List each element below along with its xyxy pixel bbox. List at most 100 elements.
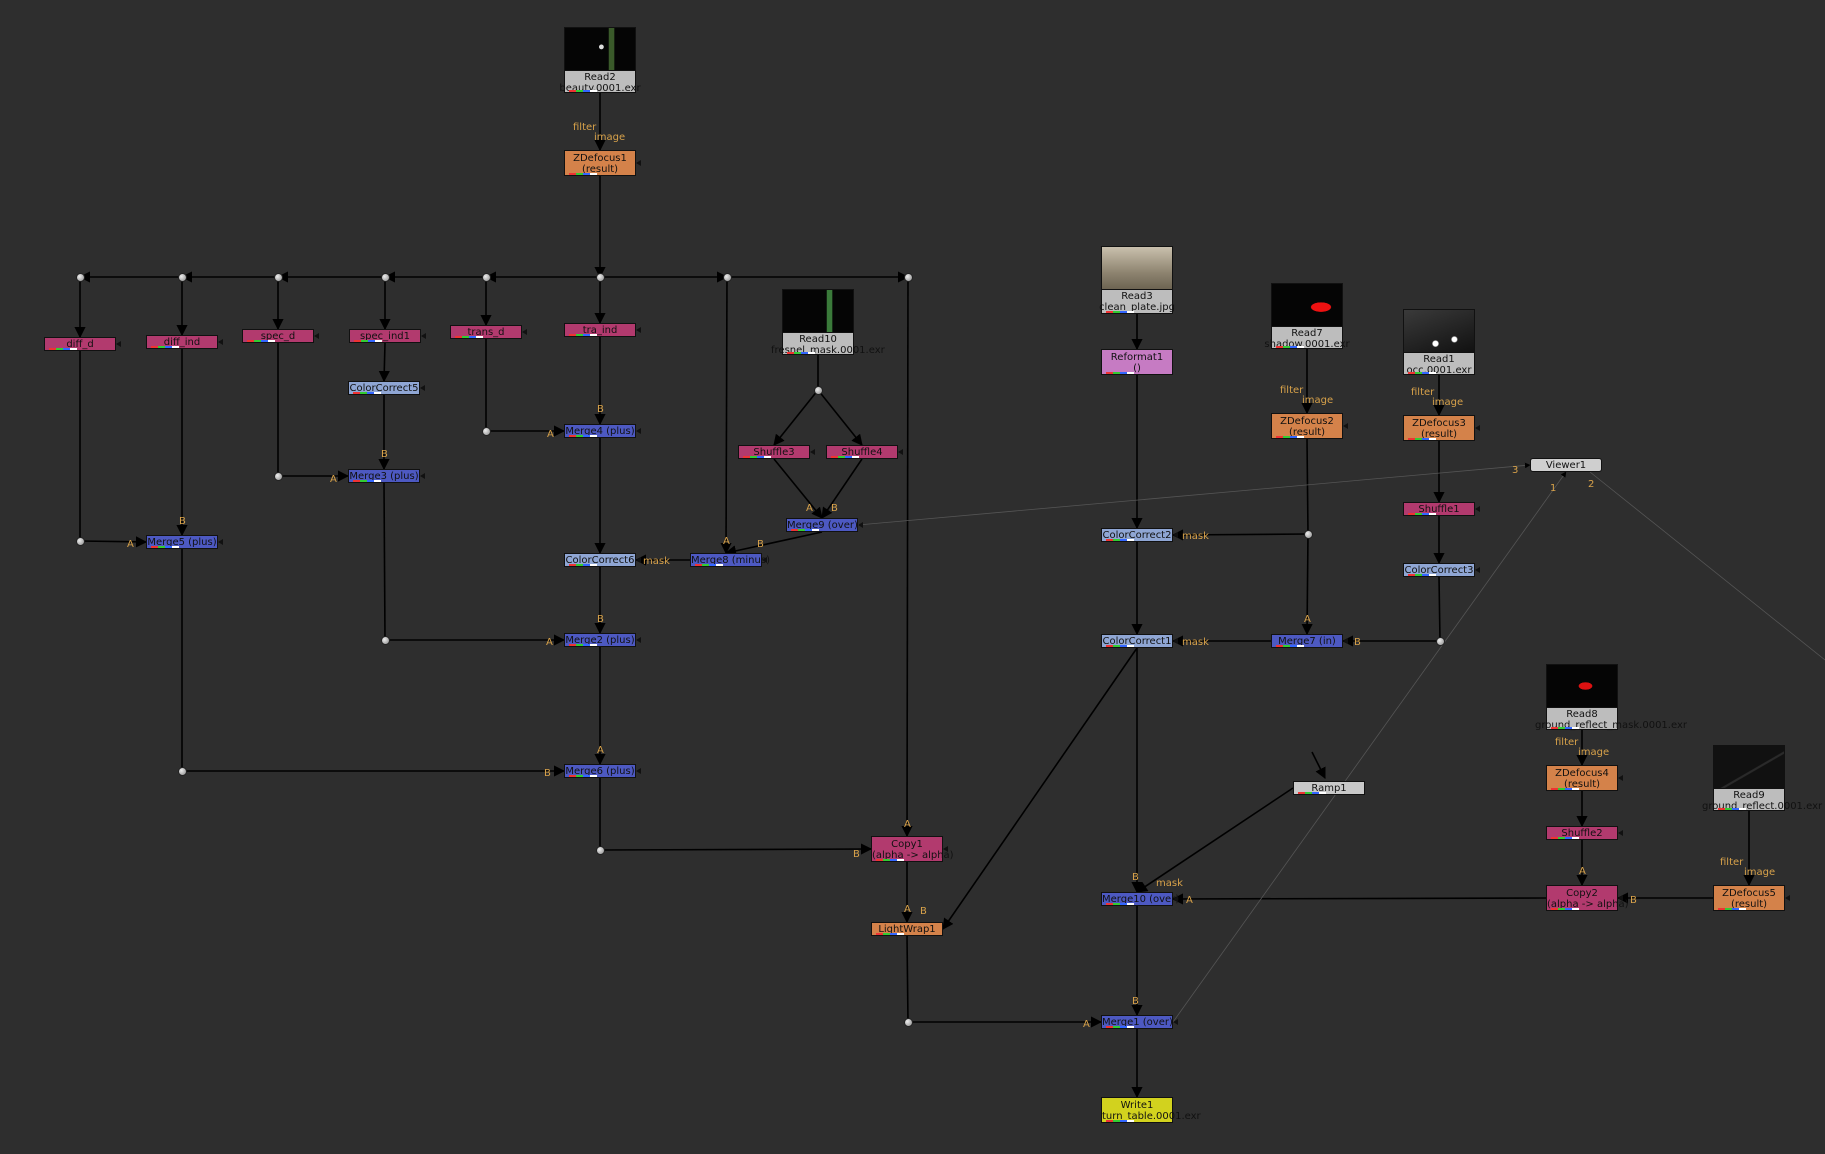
node-colorcorrect5[interactable]: ColorCorrect5 [348,381,425,395]
node-zdefocus3[interactable]: ZDefocus3(result) [1403,415,1480,441]
connection-edge[interactable] [383,482,386,641]
mask-input-arrow[interactable] [1343,423,1348,429]
node-copy1[interactable]: Copy1(alpha -> alpha) [871,836,954,862]
connection-edge[interactable] [906,935,909,1023]
connection-edge[interactable] [901,276,913,838]
dot-node[interactable] [273,471,283,481]
dot-node[interactable] [595,272,605,282]
mask-input-arrow[interactable] [810,449,815,455]
dot-node[interactable] [1435,636,1445,646]
node-merge8[interactable]: Merge8 (minus) [690,553,770,567]
mask-input-arrow[interactable] [420,385,425,391]
dot-node[interactable] [722,272,732,282]
connection-edge[interactable] [857,462,1531,526]
connection-edge[interactable] [1438,576,1441,642]
node-shuffle1[interactable]: Shuffle1 [1403,502,1480,516]
connection-edge[interactable] [773,389,819,446]
mask-input-arrow[interactable] [1343,638,1348,644]
mask-input-arrow[interactable] [421,333,426,339]
dot-node[interactable] [75,272,85,282]
connection-edge[interactable] [817,389,863,446]
dot-node[interactable] [273,272,283,282]
mask-input-arrow[interactable] [314,333,319,339]
mask-input-arrow[interactable] [116,341,121,347]
dot-node[interactable] [75,536,85,546]
mask-input-arrow[interactable] [943,846,948,852]
node-merge2[interactable]: Merge2 (plus) [564,633,641,647]
dot-node[interactable] [481,426,491,436]
node-merge4[interactable]: Merge4 (plus) [564,424,641,438]
connection-edge[interactable] [1301,533,1313,636]
connection-edge[interactable] [1171,893,1547,905]
node-lightwrap1[interactable]: LightWrap1 [871,922,943,936]
node-merge3[interactable]: Merge3 (plus) [348,469,425,483]
dot-node[interactable] [595,845,605,855]
connection-edge[interactable] [821,458,863,519]
node-colorcorrect1[interactable]: ColorCorrect1 [1101,634,1178,648]
mask-input-arrow[interactable] [1475,567,1480,573]
mask-input-arrow[interactable] [636,327,641,333]
mask-input-arrow[interactable] [1173,1019,1178,1025]
node-colorcorrect3[interactable]: ColorCorrect3 [1403,563,1480,577]
connection-edge[interactable] [773,458,823,519]
connection-edge[interactable] [942,647,1138,930]
node-zdefocus1[interactable]: ZDefocus1(result) [564,150,641,176]
mask-input-arrow[interactable] [636,160,641,166]
node-viewer1[interactable]: Viewer1 [1530,458,1602,472]
connection-edge[interactable] [599,843,873,855]
mask-input-arrow[interactable] [636,637,641,643]
node-colorcorrect6[interactable]: ColorCorrect6 [564,553,641,567]
mask-input-arrow[interactable] [858,522,863,528]
mask-input-arrow[interactable] [1618,895,1623,901]
mask-input-arrow[interactable] [1785,895,1790,901]
connection-edge[interactable] [1172,471,1567,1023]
mask-input-arrow[interactable] [1173,532,1178,538]
mask-input-arrow[interactable] [898,449,903,455]
node-reformat1[interactable]: Reformat1() [1101,349,1173,375]
node-copy2[interactable]: Copy2(alpha -> alpha) [1546,885,1629,911]
connection-edge[interactable] [79,536,148,548]
ramp-input-wire[interactable] [1311,751,1326,780]
mask-input-arrow[interactable] [1173,638,1178,644]
mask-input-arrow[interactable] [218,339,223,345]
dot-node[interactable] [1303,529,1313,539]
mask-input-arrow[interactable] [420,473,425,479]
dot-node[interactable] [177,766,187,776]
node-merge5[interactable]: Merge5 (plus) [146,535,223,549]
node-zdefocus4[interactable]: ZDefocus4(result) [1546,765,1623,791]
connection-edge[interactable] [1171,529,1309,541]
node-trans_d[interactable]: trans_d [450,325,527,339]
node-ramp1[interactable]: Ramp1 [1293,781,1365,795]
mask-input-arrow[interactable] [636,428,641,434]
dot-node[interactable] [903,272,913,282]
connection-edge[interactable] [724,531,823,557]
connection-edge[interactable] [720,276,732,555]
node-spec_ind1[interactable]: spec_ind1 [349,329,426,343]
node-diff_d[interactable]: diff_d [44,337,121,351]
node-merge6[interactable]: Merge6 (plus) [564,764,641,778]
node-shuffle3[interactable]: Shuffle3 [738,445,815,459]
node-merge10[interactable]: Merge10 (over) [1101,892,1179,906]
node-zdefocus5[interactable]: ZDefocus5(result) [1713,885,1790,911]
mask-input-arrow[interactable] [1173,896,1178,902]
dot-node[interactable] [481,272,491,282]
mask-input-arrow[interactable] [1475,506,1480,512]
dot-node[interactable] [380,272,390,282]
node-merge9[interactable]: Merge9 (over) [786,518,863,532]
mask-input-arrow[interactable] [1618,775,1623,781]
mask-input-arrow[interactable] [1618,830,1623,836]
mask-input-arrow[interactable] [522,329,527,335]
connection-edge[interactable] [1306,438,1309,535]
node-diff_ind[interactable]: diff_ind [146,335,223,349]
mask-input-arrow[interactable] [1475,425,1480,431]
viewer-wire[interactable] [1589,471,1825,661]
connection-edge[interactable] [378,342,390,383]
node-shuffle4[interactable]: Shuffle4 [826,445,903,459]
mask-input-arrow[interactable] [636,557,641,563]
